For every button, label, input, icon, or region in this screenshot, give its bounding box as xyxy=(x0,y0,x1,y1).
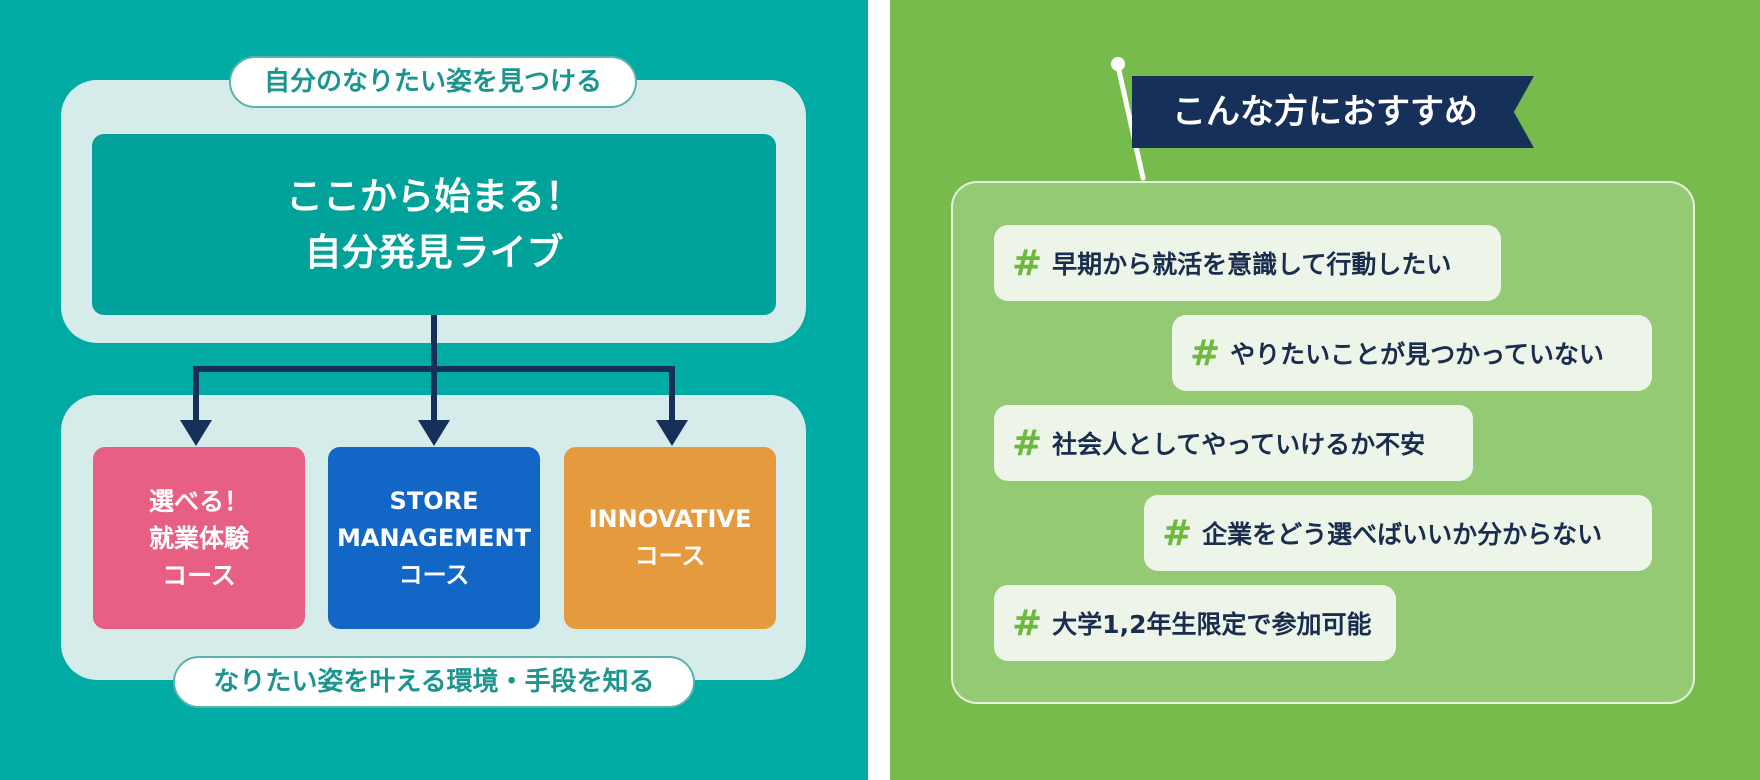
recommend-tag: # 大学1,2年生限定で参加可能 xyxy=(994,585,1396,661)
course-line: コース xyxy=(634,542,706,570)
hero-title-line1: ここから始まる！ xyxy=(286,174,582,218)
hashtag-icon: # xyxy=(1012,602,1043,644)
hero-title-line2: 自分発見ライブ xyxy=(304,230,564,274)
discover-label-pill: 自分のなりたい姿を見つける xyxy=(229,56,637,108)
hashtag-icon: # xyxy=(1012,242,1043,284)
course-line: 選べる！ xyxy=(148,486,249,516)
flow-connector xyxy=(180,315,688,446)
tag-text: 早期から就活を意識して行動したい xyxy=(1052,250,1452,279)
recommend-tag: # 企業をどう選べばいいか分からない xyxy=(1144,495,1652,571)
course-line: 就業体験 xyxy=(148,523,249,553)
hero-box: ここから始まる！ 自分発見ライブ xyxy=(92,134,776,315)
tag-text: やりたいことが見つかっていない xyxy=(1230,340,1604,369)
connector-lines xyxy=(193,315,675,422)
course-card-work-experience: 選べる！ 就業体験 コース xyxy=(93,447,305,629)
tag-text: 大学1,2年生限定で参加可能 xyxy=(1052,610,1372,639)
course-card-innovative: INNOVATIVE コース xyxy=(564,447,776,629)
arrow-head-2 xyxy=(418,420,450,446)
course-line: コース xyxy=(398,560,470,589)
course-line: MANAGEMENT xyxy=(337,523,531,552)
banner-title: こんな方におすすめ xyxy=(1172,92,1478,132)
course-card-store-management: STORE MANAGEMENT コース xyxy=(328,447,540,629)
course-line: コース xyxy=(162,560,236,590)
hashtag-icon: # xyxy=(1012,422,1043,464)
environment-label-pill: なりたい姿を叶える環境・手段を知る xyxy=(173,656,695,708)
recommend-banner: こんな方におすすめ xyxy=(1132,76,1534,148)
recommend-tag: # 早期から就活を意識して行動したい xyxy=(994,225,1501,301)
recommend-tag: # 社会人としてやっていけるか不安 xyxy=(994,405,1473,481)
course-line: INNOVATIVE xyxy=(588,505,752,533)
course-line: STORE xyxy=(389,486,479,515)
arrow-head-3 xyxy=(656,420,688,446)
arrow-head-1 xyxy=(180,420,212,446)
recommend-tag: # やりたいことが見つかっていない xyxy=(1172,315,1652,391)
hashtag-icon: # xyxy=(1162,512,1193,554)
tag-text: 企業をどう選べばいいか分からない xyxy=(1202,520,1603,549)
hashtag-icon: # xyxy=(1190,332,1221,374)
tag-text: 社会人としてやっていけるか不安 xyxy=(1052,430,1426,459)
